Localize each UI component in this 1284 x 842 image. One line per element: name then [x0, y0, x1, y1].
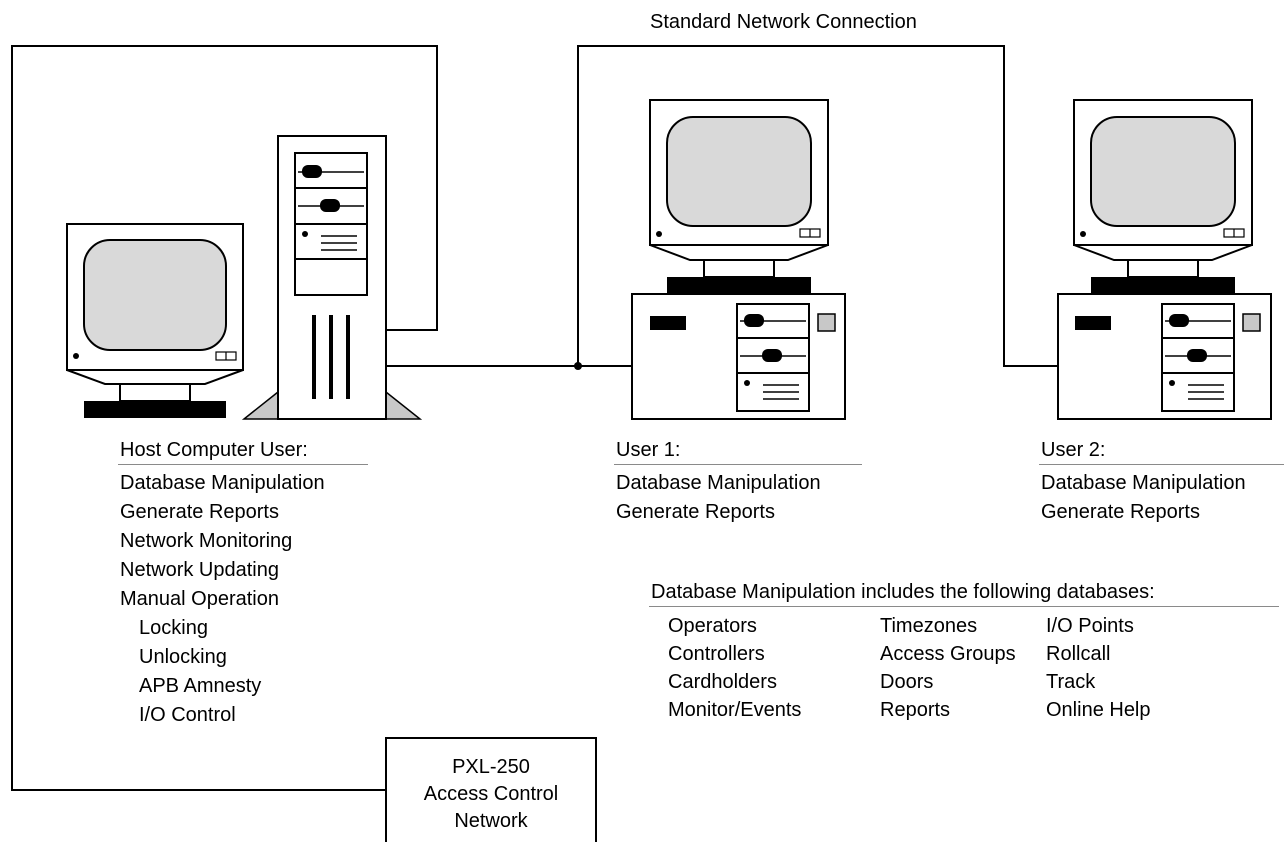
- database-item: Operators: [668, 615, 757, 637]
- user2-header-underline: [1039, 464, 1284, 465]
- database-item: Monitor/Events: [668, 699, 802, 721]
- databases-header-underline: [649, 606, 1279, 607]
- database-item: I/O Points: [1046, 615, 1134, 637]
- user2-header: User 2:: [1041, 439, 1106, 461]
- network-junction-dot: [574, 362, 582, 370]
- user2-desktop-case-icon: [1057, 293, 1272, 420]
- databases-header: Database Manipulation includes the follo…: [651, 581, 1155, 603]
- user2-function-item: Generate Reports: [1041, 501, 1200, 523]
- user1-function-item: Generate Reports: [616, 501, 775, 523]
- manual-operation-item: Unlocking: [139, 646, 227, 668]
- manual-operation-item: Locking: [139, 617, 208, 639]
- database-item: Online Help: [1046, 699, 1151, 721]
- database-item: Rollcall: [1046, 643, 1111, 665]
- manual-operation-item: I/O Control: [139, 704, 236, 726]
- standard-network-line: [577, 45, 1058, 367]
- database-item: Doors: [880, 671, 934, 693]
- database-item: Reports: [880, 699, 951, 721]
- pxl-250-label: PXL-250 Access Control Network: [386, 754, 596, 835]
- user2-function-item: Database Manipulation: [1041, 472, 1246, 494]
- user1-header: User 1:: [616, 439, 681, 461]
- pxl-250-line: Network: [454, 810, 528, 832]
- host-network-loop: [11, 45, 438, 791]
- pxl-250-box: [385, 737, 597, 842]
- database-item: Controllers: [668, 643, 765, 665]
- manual-operation-item: APB Amnesty: [139, 675, 262, 697]
- user1-function-item: Database Manipulation: [616, 472, 821, 494]
- host-function-item: Manual Operation: [120, 588, 279, 610]
- host-monitor-icon: [66, 223, 244, 418]
- host-function-item: Database Manipulation: [120, 472, 325, 494]
- database-item: Cardholders: [668, 671, 777, 693]
- network-connection-label: Standard Network Connection: [650, 11, 917, 33]
- host-header: Host Computer User:: [120, 439, 308, 461]
- host-function-item: Generate Reports: [120, 501, 279, 523]
- user1-desktop-case-icon: [631, 293, 846, 420]
- pxl-250-line: PXL-250: [452, 756, 530, 778]
- host-function-item: Network Updating: [120, 559, 279, 581]
- host-header-underline: [118, 464, 368, 465]
- database-item: Access Groups: [880, 643, 1016, 665]
- user2-monitor-icon: [1073, 99, 1253, 294]
- database-item: Track: [1046, 671, 1096, 693]
- user1-header-underline: [614, 464, 862, 465]
- user1-monitor-icon: [649, 99, 829, 294]
- database-item: Timezones: [880, 615, 978, 637]
- host-tower-icon: [241, 135, 423, 420]
- host-function-item: Network Monitoring: [120, 530, 293, 552]
- pxl-250-line: Access Control: [423, 783, 559, 805]
